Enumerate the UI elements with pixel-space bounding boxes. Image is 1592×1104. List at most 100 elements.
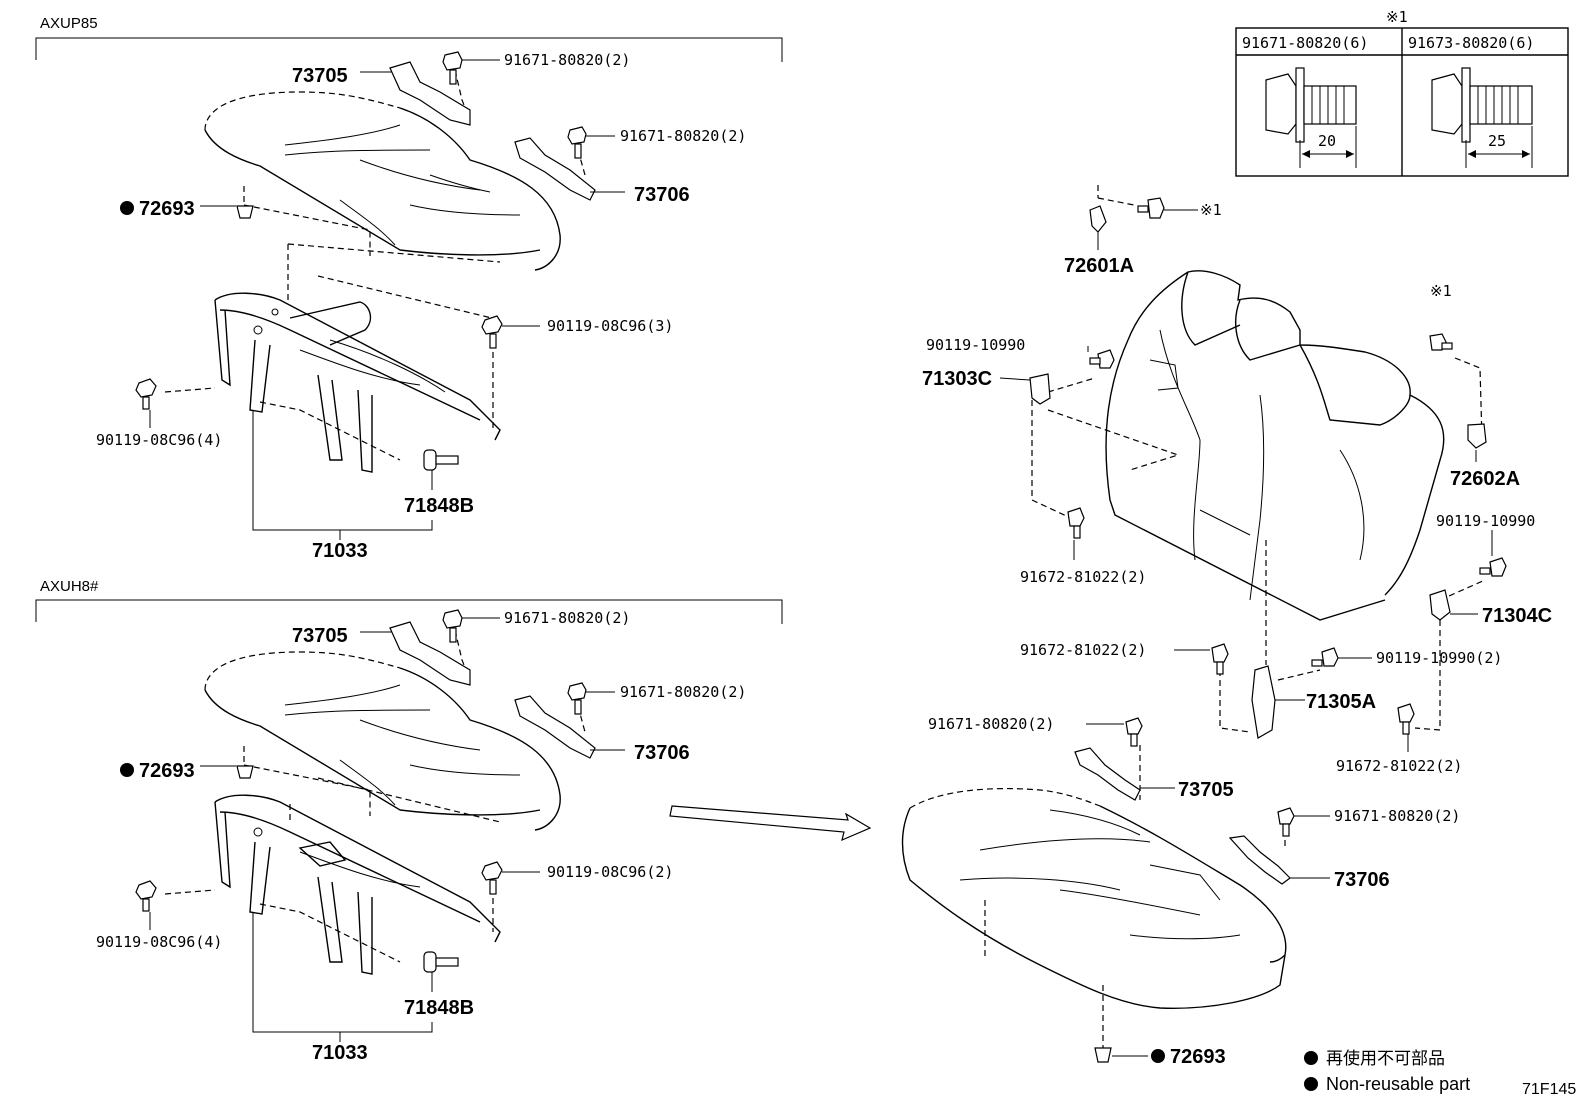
- bracket-73705-top-icon: [389, 61, 471, 126]
- label-90119-top-4: 90119-08C96(4): [96, 431, 222, 449]
- label-91671-d: 91671-80820(2): [1334, 807, 1460, 825]
- seat-frame-drawing-bottom: [214, 794, 501, 975]
- bolt-90119-10990-b-icon: [1479, 557, 1507, 577]
- spec-col2-length: 25: [1488, 132, 1506, 150]
- bolt-90119-10990-2-icon: [1311, 647, 1339, 667]
- label-90119-top-3: 90119-08C96(3): [547, 317, 673, 335]
- section-top-bracket: AXUP85: [35, 15, 783, 62]
- label-71305A: 71305A: [1306, 691, 1376, 713]
- bolt-mark1-b-icon: [1429, 333, 1453, 351]
- label-71304C: 71304C: [1482, 605, 1552, 627]
- label-90119-bottom-2: 90119-08C96(2): [547, 863, 673, 881]
- seat-cushion-drawing: [204, 91, 561, 271]
- label-90119-10990-2: 90119-10990(2): [1376, 649, 1502, 667]
- label-90119-10990-a: 90119-10990: [926, 336, 1025, 354]
- label-73706-bottom: 73706: [634, 742, 690, 764]
- spec-table-marker: ※1: [1386, 8, 1408, 26]
- label-72693-bottom: 72693: [139, 760, 195, 782]
- section-bottom-label: AXUH8#: [40, 578, 99, 595]
- bolt-91671-d-icon: [1277, 807, 1295, 837]
- bracket-71303C-icon: [1029, 373, 1051, 405]
- label-73705-top: 73705: [292, 65, 348, 87]
- section-bottom-bracket: AXUH8#: [35, 578, 783, 624]
- label-91671-top-a: 91671-80820(2): [504, 51, 630, 69]
- legend-en: Non-reusable part: [1326, 1074, 1470, 1094]
- section-top-label: AXUP85: [40, 15, 98, 32]
- label-71848B-top: 71848B: [404, 495, 474, 517]
- label-73705-right: 73705: [1178, 779, 1234, 801]
- label-73706-top: 73706: [634, 184, 690, 206]
- label-73706-right: 73706: [1334, 869, 1390, 891]
- label-90119-bottom-4: 90119-08C96(4): [96, 933, 222, 951]
- label-91671-bottom-a: 91671-80820(2): [504, 609, 630, 627]
- bracket-73705-bottom-icon: [389, 621, 471, 686]
- label-91671-bottom-b: 91671-80820(2): [620, 683, 746, 701]
- bolt-25-icon: 25: [1431, 67, 1533, 168]
- label-91671-top-b: 91671-80820(2): [620, 127, 746, 145]
- legend: 再使用不可部品 Non-reusable part 71F145: [1304, 1048, 1576, 1098]
- bolt-90119-10990-a-icon: [1089, 349, 1115, 369]
- label-71033-bottom: 71033: [312, 1042, 368, 1064]
- spec-col2-part: 91673-80820(6): [1408, 34, 1534, 52]
- bolt-91671-top-b-icon: [567, 126, 587, 159]
- label-71033-top: 71033: [312, 540, 368, 562]
- label-91672-81022-b: 91672-81022(2): [1020, 641, 1146, 659]
- bolt-91671-bottom-b-icon: [567, 682, 587, 715]
- seat-cushion-right-drawing: [901, 787, 1287, 1009]
- seat-cushion-drawing-bottom: [204, 651, 561, 831]
- bolt-91672-c-icon: [1397, 703, 1415, 735]
- bolt-90119-bottom-4-icon: [135, 880, 157, 912]
- bolt-20-icon: 20: [1265, 67, 1357, 168]
- bolt-91671-bottom-a-icon: [442, 609, 463, 643]
- bracket-73706-bottom-icon: [514, 695, 596, 759]
- bolt-91671-c-icon: [1125, 717, 1143, 747]
- bolt-91672-a-icon: [1067, 507, 1085, 539]
- bolt-71848B-top-icon: [423, 449, 459, 471]
- bolt-spec-table: ※1 91671-80820(6) 91673-80820(6) 20: [1235, 8, 1569, 177]
- label-72602A: 72602A: [1450, 468, 1520, 490]
- bolt-91671-top-a-icon: [442, 51, 463, 85]
- right-assembly: 72601A ※1 90119-10990 71303C ※1 72602A 9…: [901, 185, 1552, 1068]
- legend-dot-en-icon: [1304, 1077, 1318, 1091]
- legend-dot-jp-icon: [1304, 1051, 1318, 1065]
- bracket-72601A-icon: [1089, 205, 1107, 233]
- label-71848B-bottom: 71848B: [404, 997, 474, 1019]
- seatback-drawing: [1105, 270, 1445, 621]
- legend-jp: 再使用不可部品: [1326, 1048, 1445, 1068]
- bracket-73706-top-icon: [514, 137, 596, 201]
- bolt-71848B-bottom-icon: [423, 951, 459, 973]
- bolt-mark1-a-icon: [1137, 197, 1165, 219]
- clip-72693-right-icon: [1094, 1047, 1112, 1063]
- nonreusable-dot-right-icon: [1151, 1049, 1165, 1063]
- label-mark1-b: ※1: [1430, 282, 1452, 300]
- label-72693-right: 72693: [1170, 1046, 1226, 1068]
- bolt-90119-top-4-icon: [135, 378, 157, 410]
- clip-72693-top-icon: [236, 205, 254, 219]
- top-assembly: 73705 91671-80820(2) 91671-80820(2) 7370…: [96, 51, 746, 562]
- label-72601A: 72601A: [1064, 255, 1134, 277]
- label-mark1-a: ※1: [1200, 201, 1222, 219]
- nonreusable-dot-bottom-icon: [120, 763, 134, 777]
- bracket-73705-right-icon: [1074, 747, 1141, 801]
- label-91672-81022-c: 91672-81022(2): [1336, 757, 1462, 775]
- bolt-90119-top-3-icon: [481, 315, 503, 349]
- spec-col1-length: 20: [1318, 132, 1336, 150]
- bracket-73706-right-icon: [1228, 835, 1291, 885]
- label-72693-top: 72693: [139, 198, 195, 220]
- bottom-assembly: 73705 91671-80820(2) 91671-80820(2) 7370…: [96, 609, 746, 1064]
- direction-arrow-icon: [669, 805, 872, 842]
- label-91671-c: 91671-80820(2): [928, 715, 1054, 733]
- label-71303C: 71303C: [922, 368, 992, 390]
- figure-id: 71F145: [1522, 1081, 1576, 1098]
- seat-frame-drawing: [214, 292, 501, 473]
- label-91672-81022-a: 91672-81022(2): [1020, 568, 1146, 586]
- clip-72693-bottom-icon: [236, 765, 254, 779]
- label-73705-bottom: 73705: [292, 625, 348, 647]
- bracket-71305A-icon: [1251, 665, 1276, 739]
- nonreusable-dot-top-icon: [120, 201, 134, 215]
- bracket-71304C-icon: [1429, 589, 1451, 621]
- label-90119-10990-b: 90119-10990: [1436, 512, 1535, 530]
- bracket-72602A-icon: [1467, 423, 1487, 449]
